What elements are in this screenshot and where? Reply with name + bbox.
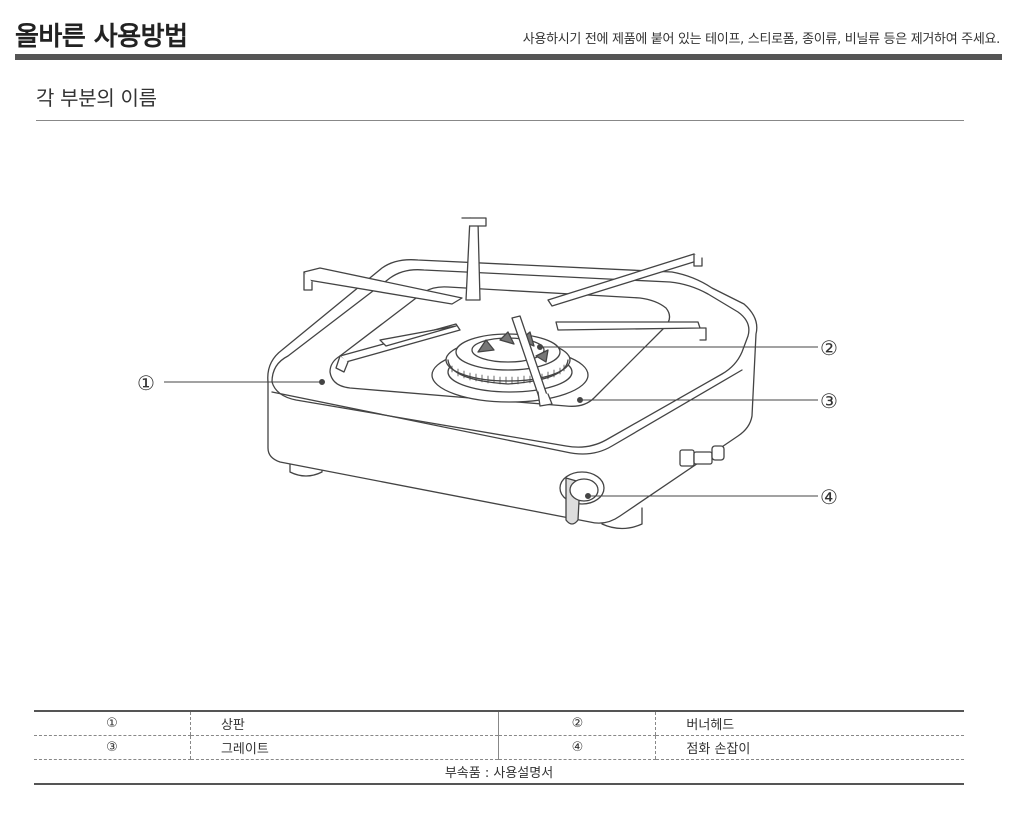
accessories-note: 부속품 : 사용설명서 <box>444 766 554 781</box>
table-row: ③ 그레이트 ④ 점화 손잡이 <box>34 735 964 760</box>
table-row: ① 상판 ② 버너헤드 <box>34 711 964 736</box>
header-rule <box>15 54 1002 60</box>
part-name: 그레이트 <box>189 735 499 760</box>
usage-notice: 사용하시기 전에 제품에 붙어 있는 테이프, 스티로폼, 종이류, 비닐류 등… <box>522 32 1001 47</box>
table-row: 부속품 : 사용설명서 <box>34 760 964 785</box>
gas-inlet <box>679 445 725 467</box>
page-header: 올바른 사용방법 사용하시기 전에 제품에 붙어 있는 테이프, 스티로폼, 종… <box>0 0 1016 60</box>
part-number: ④ <box>498 735 656 760</box>
section-rule <box>36 120 964 121</box>
part-number: ② <box>498 711 656 736</box>
page-title: 올바른 사용방법 <box>15 22 188 52</box>
part-name: 버너헤드 <box>655 711 964 736</box>
part-name: 점화 손잡이 <box>655 735 964 760</box>
part-number: ① <box>34 711 191 736</box>
grate <box>303 217 707 407</box>
part-number: ③ <box>34 735 191 760</box>
callout-2: ② <box>820 336 838 360</box>
callout-4: ④ <box>820 485 838 509</box>
parts-table: ① 상판 ② 버너헤드 ③ 그레이트 ④ 점화 손잡이 부속품 : 사용설명서 <box>34 710 964 785</box>
callout-1: ① <box>137 371 155 395</box>
stove-top-rim <box>271 269 750 448</box>
callout-3: ③ <box>820 389 838 413</box>
part-name: 상판 <box>189 711 499 736</box>
gas-stove-diagram: ① ② ③ ④ <box>137 217 838 530</box>
section-title: 각 부분의 이름 <box>36 86 157 110</box>
